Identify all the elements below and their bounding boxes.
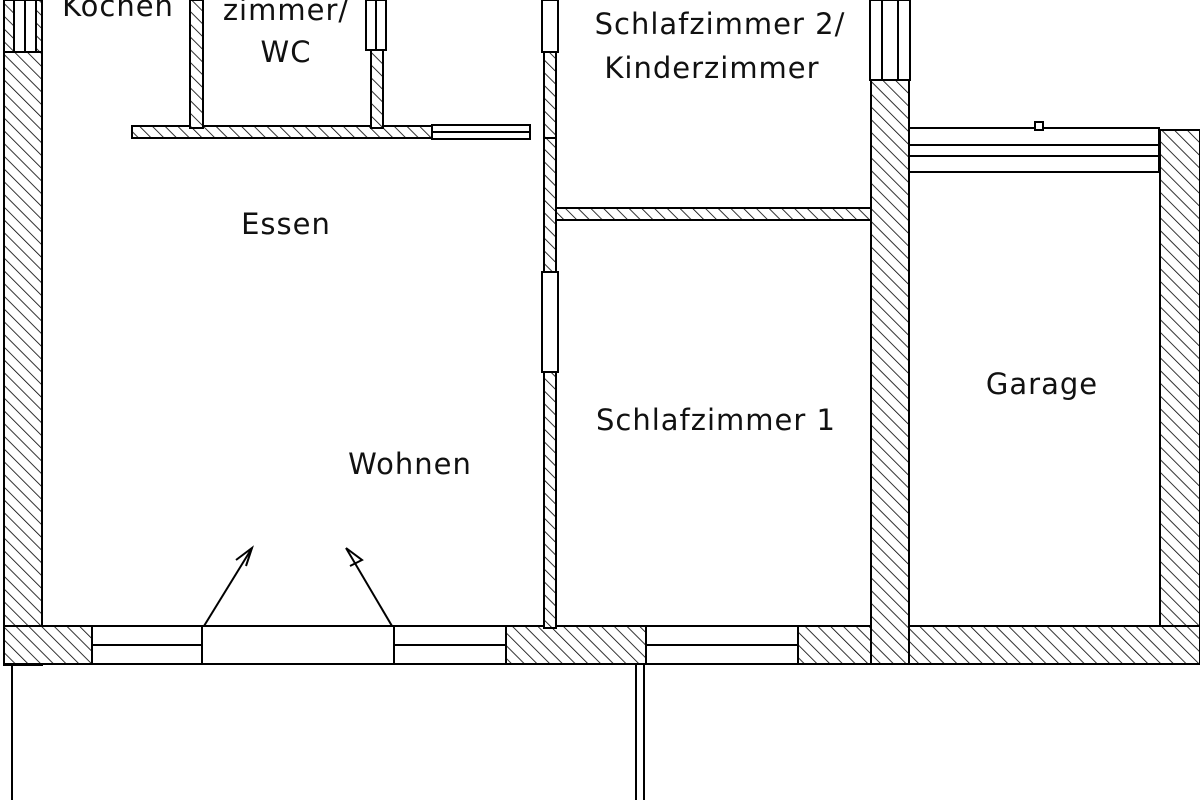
label-bedroom2-line2: Kinderzimmer (604, 51, 819, 85)
garage-door-handle (1034, 121, 1044, 131)
living-sash-left-arrow (235, 545, 254, 567)
label-dining: Essen (241, 207, 331, 241)
living-sash-right-arrow (345, 547, 364, 567)
bedroom1-door (541, 271, 559, 373)
label-garage: Garage (986, 367, 1098, 401)
partition-bath-left (189, 0, 204, 129)
wall-bedroom-garage (870, 79, 910, 665)
bedroom2-door-left (541, 0, 559, 53)
garage-wall-bottom (908, 625, 1200, 665)
label-bedroom1: Schlafzimmer 1 (596, 403, 836, 437)
garage-door (908, 127, 1160, 173)
partition-living-bedroom (543, 137, 557, 629)
bedroom2-window-right (869, 0, 911, 81)
living-sash-left (203, 547, 253, 627)
living-sash-right (345, 547, 393, 627)
label-living: Wohnen (348, 447, 472, 481)
label-bath-line2: WC (261, 35, 312, 69)
label-bath-line1: zimmer/ (223, 0, 349, 27)
terrace-left (11, 663, 637, 800)
partition-dining-top (131, 125, 433, 139)
label-kitchen: Kochen (62, 0, 174, 23)
outer-wall-left (3, 49, 43, 666)
partition-living-bedroom-top (543, 51, 557, 139)
partition-bedroom2-bedroom1 (555, 207, 872, 221)
label-bedroom2-line1: Schlafzimmer 2/ (595, 7, 846, 41)
living-window-center (201, 625, 395, 665)
garage-wall-right (1159, 129, 1200, 665)
terrace-right (643, 663, 1200, 800)
partition-bath-right (370, 49, 384, 129)
